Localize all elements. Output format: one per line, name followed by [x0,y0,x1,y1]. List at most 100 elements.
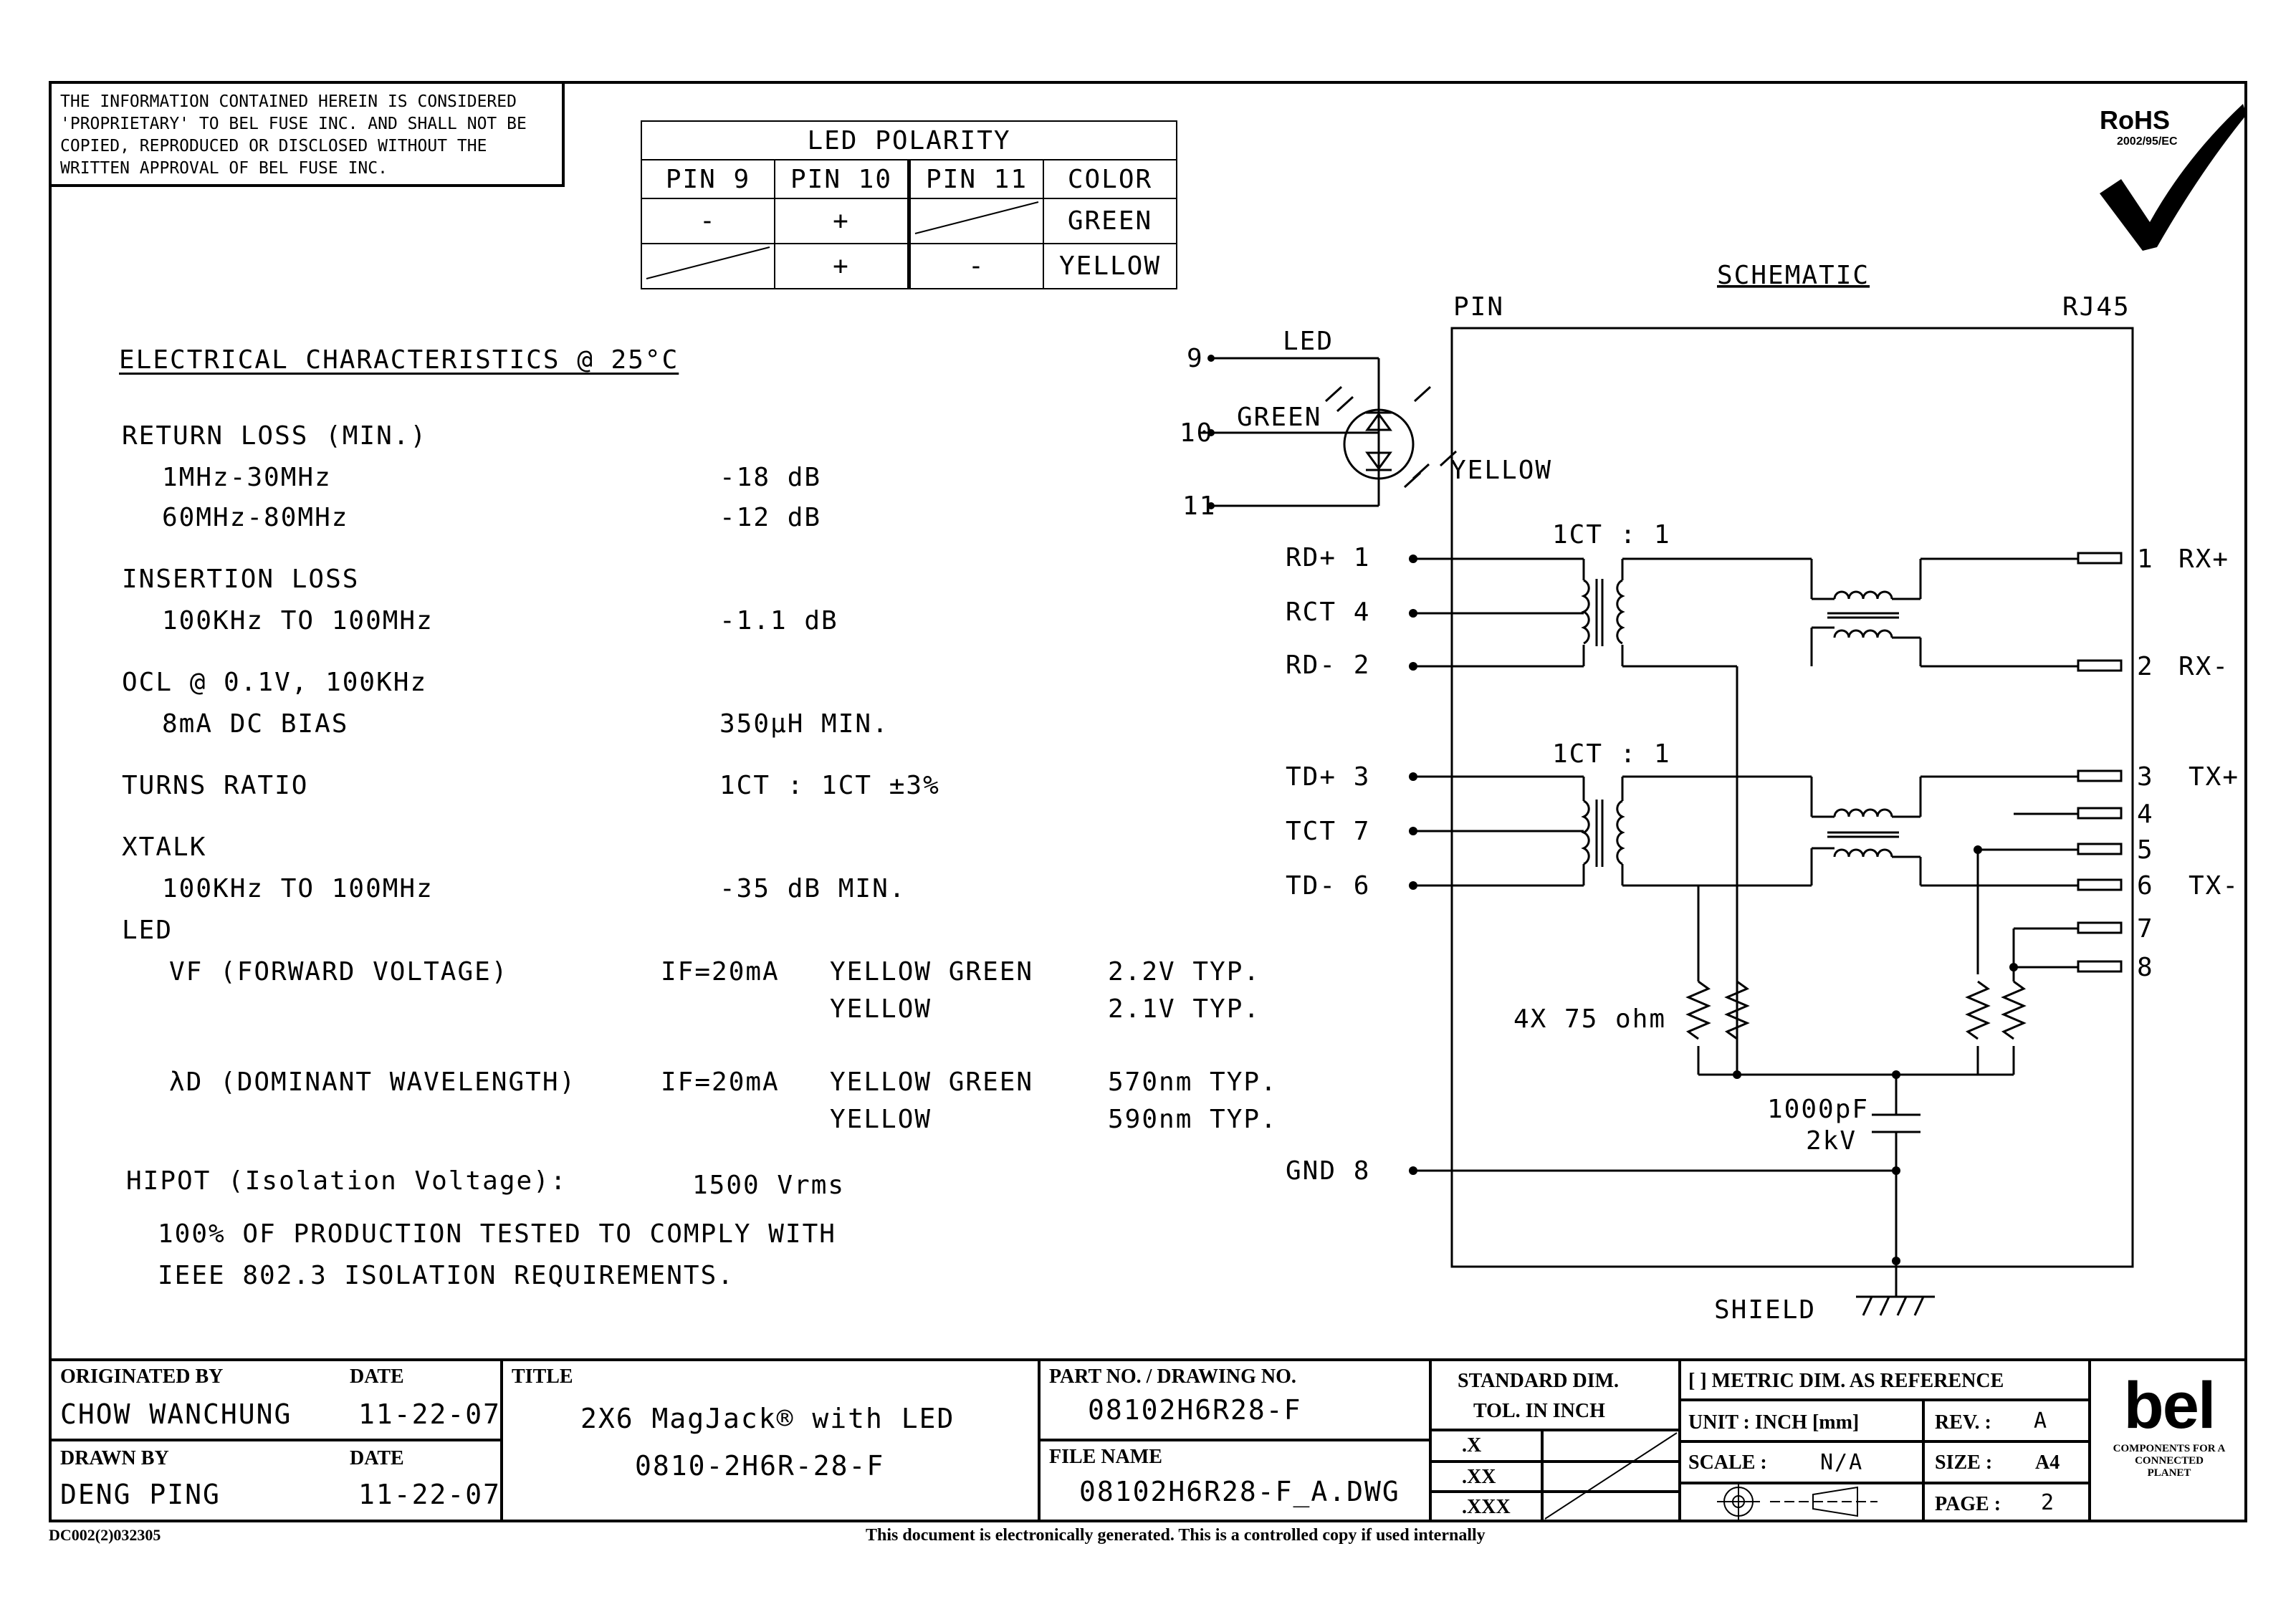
led-cell: - [641,198,775,244]
rj45-label-rx-plus: RX+ [2178,544,2229,574]
turns-ratio-label: TURNS RATIO [122,771,309,800]
rx-turns-ratio: 1CT : 1 [1552,520,1671,550]
part-number-label: PART NO. / DRAWING NO. [1049,1366,1296,1388]
schematic-pin-header: PIN [1453,292,1504,322]
tolerance-xxx: .XXX [1462,1496,1511,1518]
rj45-label-tx-plus: TX+ [2189,762,2239,792]
size-value: A4 [2035,1451,2060,1474]
rj45-pin-1: 1 [2137,544,2154,574]
originated-by-value: CHOW WANCHUNG [60,1398,292,1430]
return-loss-value1: -18 dB [719,463,822,492]
led-cell: + [774,198,911,244]
page-label: PAGE : [1935,1493,2001,1515]
led-name: LED [1283,327,1334,356]
turns-ratio-value: 1CT : 1CT ±3% [719,771,940,800]
vf-label: VF (FORWARD VOLTAGE) [169,957,509,987]
notice-line: 'PROPRIETARY' TO BEL FUSE INC. AND SHALL… [60,115,527,133]
rohs-label: RoHS [2100,105,2170,135]
led-cell: YELLOW [1043,243,1177,289]
vf-value1: 2.2V TYP. [1108,957,1261,987]
rj45-label-rx-minus: RX- [2178,652,2229,681]
pin-label-td-plus: TD+ 3 [1286,762,1370,792]
vf-condition: IF=20mA [661,957,780,987]
projection-symbol-icon [1717,1483,1878,1520]
led-cell: GREEN [1043,198,1177,244]
resistor-label: 4X 75 ohm [1513,1004,1666,1034]
return-loss-value2: -12 dB [719,503,822,532]
schematic-title: SCHEMATIC [1717,261,1870,290]
ocl-label: OCL @ 0.1V, 100KHz [122,668,428,697]
notice-line: THE INFORMATION CONTAINED HEREIN IS CONS… [60,92,517,111]
vf-color2: YELLOW [830,994,932,1024]
hipot-note: 100% OF PRODUCTION TESTED TO COMPLY WITH [158,1219,836,1249]
pin-label-td-minus: TD- 6 [1286,871,1370,901]
return-loss-range1: 1MHz-30MHz [162,463,332,492]
bel-logo: bel COMPONENTS FOR A CONNECTED PLANET [2100,1373,2239,1513]
standard-dim-label: STANDARD DIM. [1458,1370,1620,1392]
wavelength-value2: 590nm TYP. [1108,1105,1278,1134]
hipot-label: HIPOT (Isolation Voltage): [126,1166,568,1196]
bel-tagline: CONNECTED [2135,1455,2204,1467]
xtalk-label: XTALK [122,832,207,862]
xtalk-range: 100KHz TO 100MHz [162,874,434,903]
wavelength-color1: YELLOW GREEN [830,1067,1034,1097]
scale-label: SCALE : [1688,1451,1767,1474]
rj45-pin-7: 7 [2137,914,2154,944]
tolerance-x: .X [1462,1434,1482,1457]
rj45-pin-2: 2 [2137,652,2154,681]
pin-label-gnd: GND 8 [1286,1156,1370,1186]
led-cell-na [641,243,775,289]
part-number-value: 08102H6R28-F [1088,1394,1302,1426]
revision-value: A [2034,1409,2049,1434]
wavelength-value1: 570nm TYP. [1108,1067,1278,1097]
led-label: LED [122,916,173,945]
wavelength-color2: YELLOW [830,1105,932,1134]
pin-label-rct: RCT 4 [1286,598,1370,627]
rohs-logo: RoHS 2002/95/EC [2092,100,2250,261]
originated-by-label: ORIGINATED BY [60,1366,224,1388]
tx-turns-ratio: 1CT : 1 [1552,739,1671,769]
title-label: TITLE [512,1366,573,1388]
page-value: 2 [2041,1490,2056,1515]
led-polarity-table: LED POLARITY PIN 9 PIN 10 PIN 11 COLOR -… [641,120,1177,289]
hipot-note: IEEE 802.3 ISOLATION REQUIREMENTS. [158,1261,735,1290]
pin-label-rd-plus: RD+ 1 [1286,543,1370,572]
shield-label: SHIELD [1714,1295,1816,1325]
notice-line: COPIED, REPRODUCED OR DISCLOSED WITHOUT … [60,137,487,155]
rj45-pin-4: 4 [2137,800,2154,829]
rj45-pin-8: 8 [2137,953,2154,982]
proprietary-notice: THE INFORMATION CONTAINED HEREIN IS CONS… [49,81,565,187]
metric-note: [ ] METRIC DIM. AS REFERENCE [1688,1370,2004,1392]
scale-value: N/A [1820,1450,1864,1475]
led-green-label: GREEN [1237,403,1321,432]
module-outline [1450,327,2134,1268]
bel-tagline: PLANET [2147,1467,2191,1479]
wavelength-condition: IF=20mA [661,1067,780,1097]
size-label: SIZE : [1935,1451,1993,1474]
drawn-by-value: DENG PING [60,1479,221,1510]
date-label: DATE [350,1447,404,1469]
led-yellow-label: YELLOW [1450,456,1552,485]
return-loss-range2: 60MHz-80MHz [162,503,349,532]
capacitor-voltage: 2kV [1806,1126,1857,1156]
rohs-directive: 2002/95/EC [2117,135,2178,148]
led-header: PIN 9 [641,159,775,199]
bel-tagline: COMPONENTS FOR A [2113,1443,2226,1454]
rj45-pin-6: 6 [2137,871,2154,901]
drawing-frame [49,81,2247,1522]
controlled-copy-notice: This document is electronically generate… [866,1526,1486,1545]
led-polarity-title: LED POLARITY [641,120,1177,160]
led-cell-na [908,198,1044,244]
tolerance-xx: .XX [1462,1466,1496,1488]
led-header: PIN 11 [908,159,1044,199]
insertion-loss-label: INSERTION LOSS [122,565,360,594]
title-line1: 2X6 MagJack® with LED [580,1403,955,1434]
checkmark-icon [2100,104,2247,251]
return-loss-label: RETURN LOSS (MIN.) [122,421,428,451]
rj45-pin-3: 3 [2137,762,2154,792]
tolerance-label: TOL. IN INCH [1473,1400,1605,1422]
rj45-label-tx-minus: TX- [2189,871,2239,901]
date-label: DATE [350,1366,404,1388]
capacitor-value: 1000pF [1767,1095,1869,1124]
